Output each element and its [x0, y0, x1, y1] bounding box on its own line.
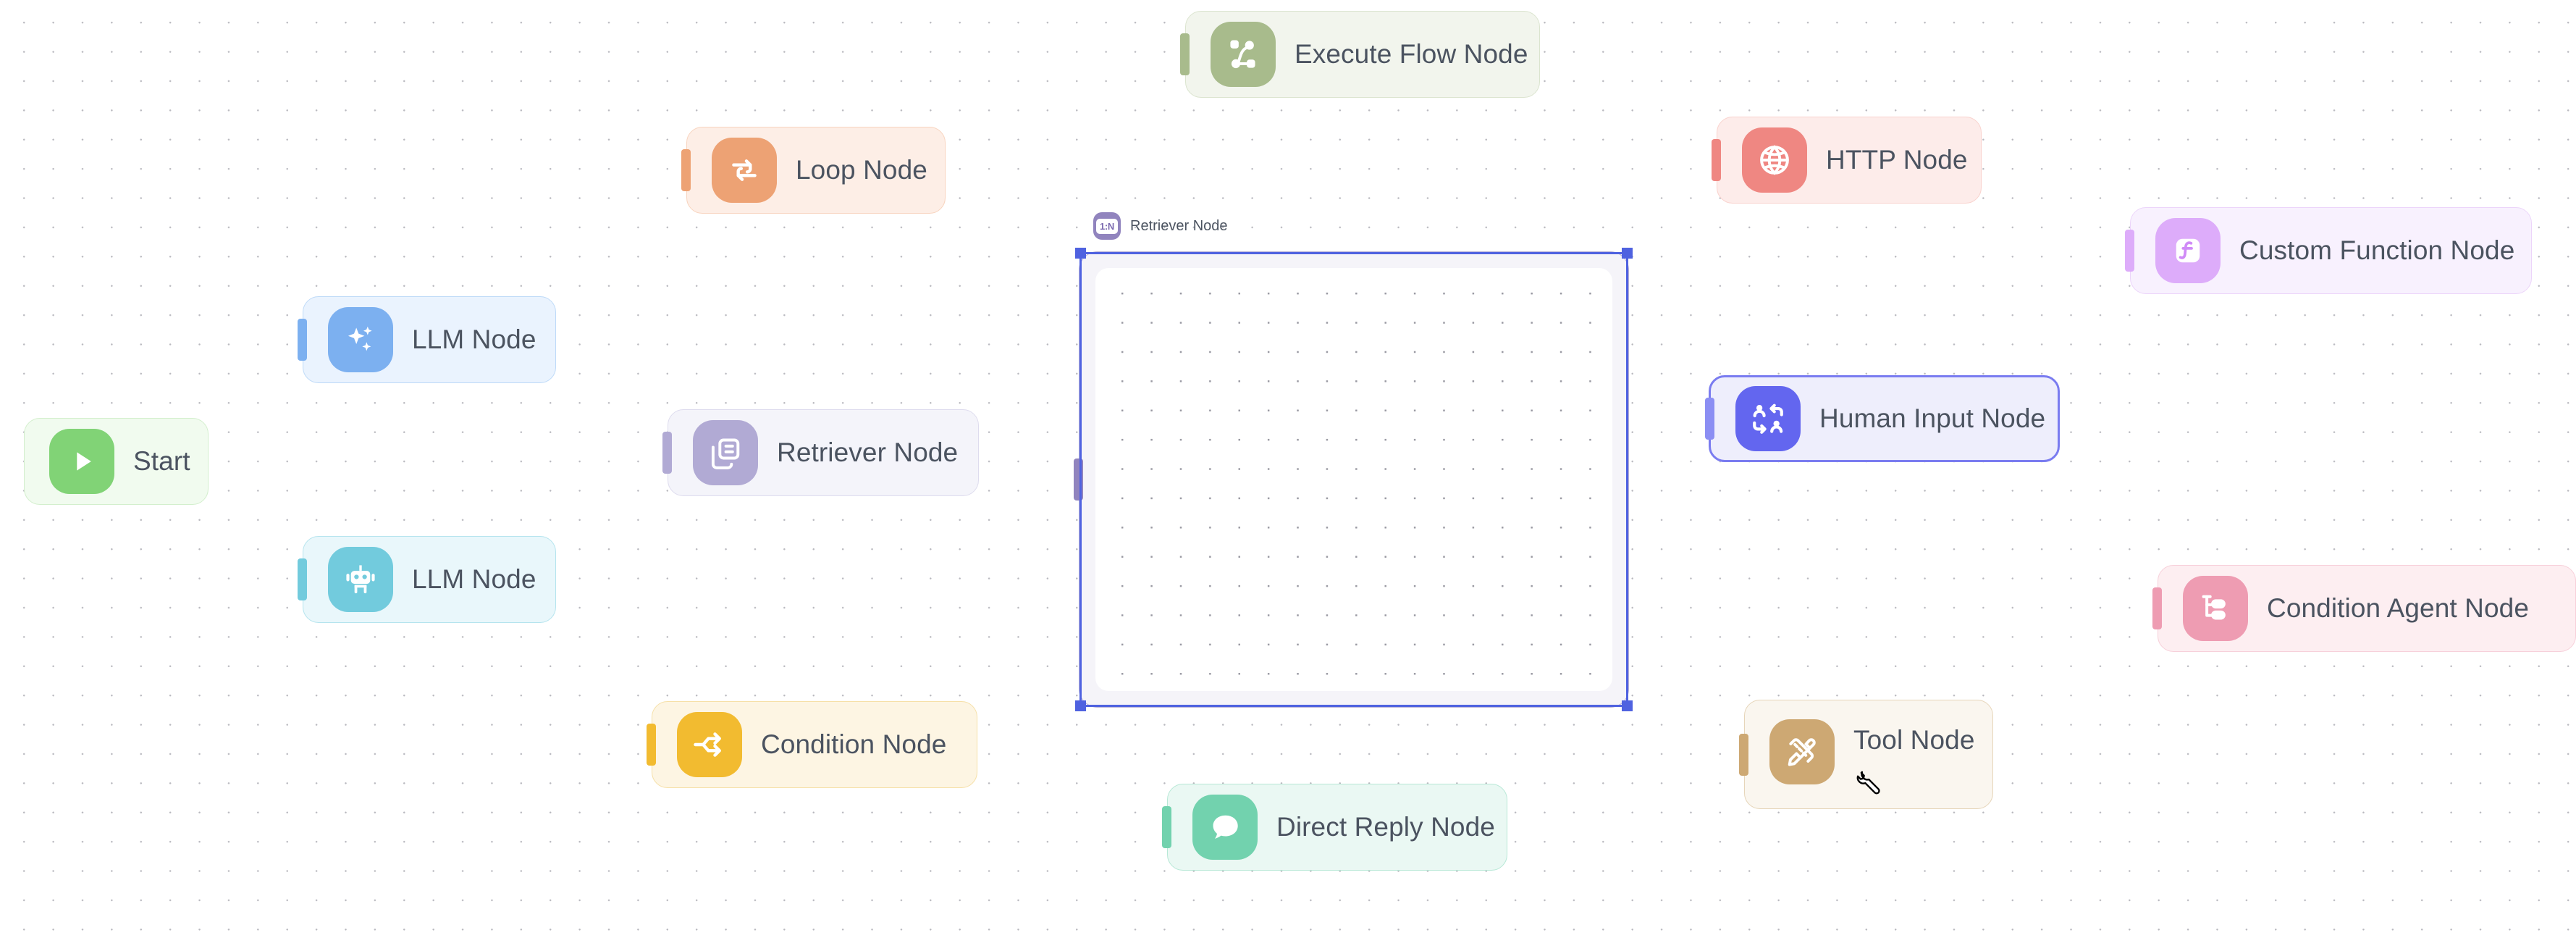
documents-icon	[693, 420, 758, 485]
node-start-label: Start	[133, 445, 190, 476]
node-condition-label: Condition Node	[761, 729, 947, 759]
group-title-label: Retriever Node	[1130, 217, 1228, 234]
group-inner-canvas[interactable]	[1095, 268, 1612, 691]
loop-icon	[712, 138, 777, 203]
node-direct-reply[interactable]: Direct Reply Node	[1162, 784, 1507, 871]
node-llm-sparkle-input-handle[interactable]	[298, 319, 307, 361]
resize-handle-bottom-left[interactable]	[1075, 700, 1086, 711]
node-condition-input-handle[interactable]	[647, 724, 656, 766]
node-http-input-handle[interactable]	[1712, 139, 1721, 181]
node-custom-function-input-handle[interactable]	[2125, 230, 2134, 272]
resize-handle-top-right[interactable]	[1622, 248, 1633, 259]
selection-border-top	[1079, 252, 1628, 254]
node-retriever[interactable]: Retriever Node	[662, 409, 979, 496]
node-start[interactable]: Start	[24, 418, 209, 505]
node-tool[interactable]: Tool Node	[1739, 700, 1993, 809]
branch-icon	[677, 712, 742, 777]
play-icon	[49, 429, 114, 494]
node-tool-label: Tool Node	[1853, 725, 1975, 755]
node-loop-label: Loop Node	[796, 154, 927, 185]
node-loop-input-handle[interactable]	[681, 149, 691, 191]
hierarchy-icon	[2183, 576, 2248, 641]
node-human-input-input-handle[interactable]	[1705, 398, 1714, 440]
node-direct-reply-label: Direct Reply Node	[1276, 811, 1495, 842]
node-http[interactable]: HTTP Node	[1712, 117, 1982, 204]
node-execute-flow-label: Execute Flow Node	[1295, 38, 1528, 69]
pencil-ruler-icon	[1769, 719, 1835, 784]
node-retriever-label: Retriever Node	[777, 437, 959, 467]
people-exchange-icon	[1735, 386, 1801, 451]
node-llm-bot-input-handle[interactable]	[298, 558, 307, 600]
node-llm-bot-label: LLM Node	[412, 564, 536, 594]
node-execute-flow-input-handle[interactable]	[1180, 33, 1190, 75]
node-condition-agent[interactable]: Condition Agent Node	[2152, 565, 2576, 652]
node-llm-sparkle[interactable]: LLM Node	[298, 296, 556, 383]
speech-bubble-icon	[1192, 795, 1258, 860]
selection-border-bottom	[1079, 705, 1628, 707]
node-llm-sparkle-label: LLM Node	[412, 324, 536, 354]
node-condition-agent-label: Condition Agent Node	[2267, 592, 2529, 623]
group-badge-text: 1:N	[1095, 218, 1119, 234]
selection-border-left	[1079, 252, 1082, 707]
retriever-group-container[interactable]	[1074, 248, 1633, 711]
node-retriever-input-handle[interactable]	[662, 432, 672, 474]
flow-graph-icon	[1211, 22, 1276, 87]
sparkles-icon	[328, 307, 393, 372]
one-to-many-badge-icon: 1:N	[1093, 212, 1121, 240]
node-condition-agent-input-handle[interactable]	[2152, 587, 2162, 629]
node-llm-bot[interactable]: LLM Node	[298, 536, 556, 623]
function-icon	[2155, 218, 2221, 283]
node-custom-function-label: Custom Function Node	[2239, 235, 2515, 265]
group-title[interactable]: 1:N Retriever Node	[1093, 212, 1228, 240]
resize-handle-top-left[interactable]	[1075, 248, 1086, 259]
node-direct-reply-input-handle[interactable]	[1162, 806, 1171, 848]
node-custom-function[interactable]: Custom Function Node	[2125, 207, 2532, 294]
node-condition[interactable]: Condition Node	[647, 701, 977, 788]
globe-icon	[1742, 127, 1807, 193]
node-tool-input-handle[interactable]	[1739, 733, 1748, 776]
node-execute-flow[interactable]: Execute Flow Node	[1180, 11, 1540, 98]
group-input-handle[interactable]	[1074, 458, 1083, 501]
selection-border-right	[1626, 252, 1628, 707]
node-http-label: HTTP Node	[1826, 144, 1968, 175]
robot-icon	[328, 547, 393, 612]
node-loop[interactable]: Loop Node	[681, 127, 946, 214]
node-human-input-label: Human Input Node	[1819, 403, 2046, 433]
node-human-input[interactable]: Human Input Node	[1705, 375, 2060, 462]
resize-handle-bottom-right[interactable]	[1622, 700, 1633, 711]
